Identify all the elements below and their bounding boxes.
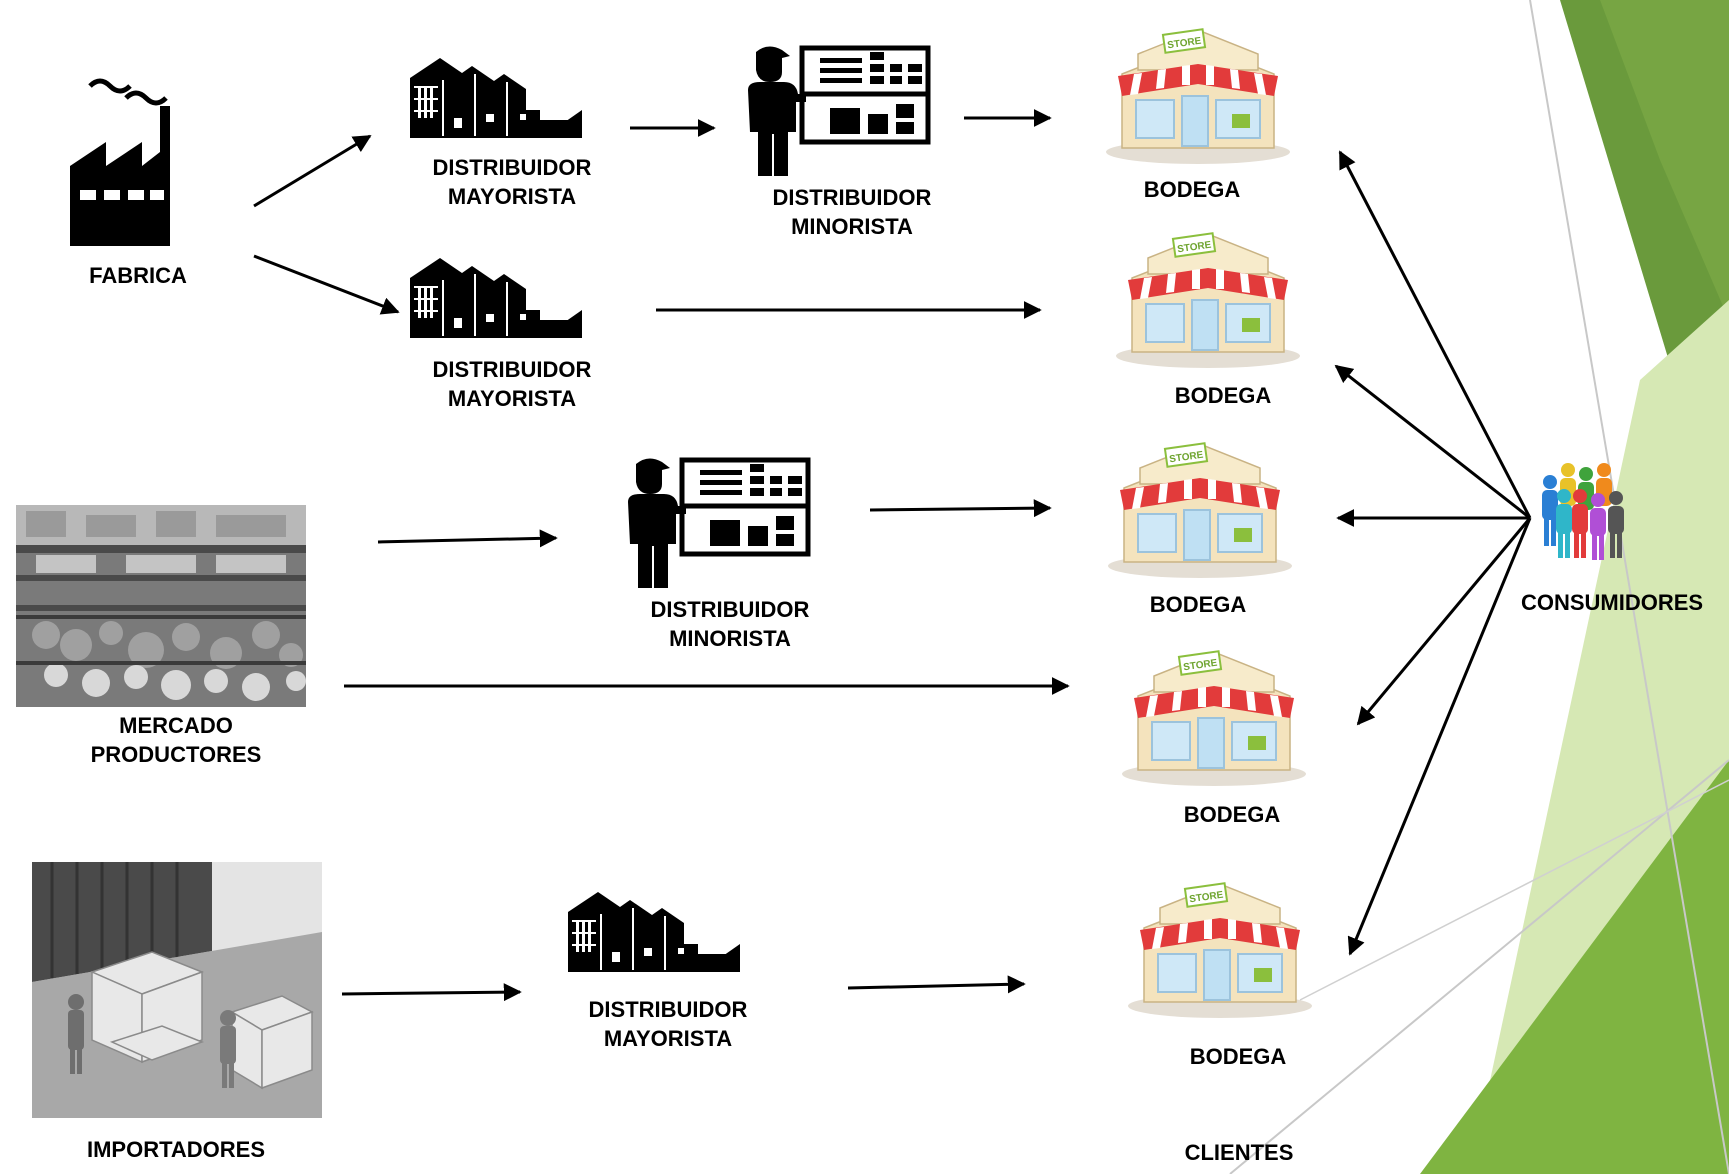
arrow — [377, 529, 558, 548]
store-icon — [1105, 28, 1291, 166]
wholesaler-label: DISTRIBUIDOR MAYORISTA — [412, 355, 612, 413]
arrow — [1356, 517, 1532, 726]
retailer-label: DISTRIBUIDOR MINORISTA — [752, 183, 952, 241]
wholesaler-label-line2: MAYORISTA — [603, 1026, 733, 1051]
arrow — [847, 975, 1026, 994]
store-label: BODEGA — [1149, 592, 1247, 617]
theme-decoration — [1229, 0, 1729, 1174]
store-icon — [1121, 650, 1307, 787]
arrow — [869, 499, 1052, 518]
store-icon — [1115, 232, 1301, 369]
warehouse-icon — [410, 58, 582, 138]
retailer-label-line1: DISTRIBUIDOR — [650, 597, 810, 622]
arrow — [1338, 150, 1532, 519]
flow-arrows — [253, 109, 1532, 1002]
wholesaler-label-line2: MAYORISTA — [447, 386, 577, 411]
arrow — [253, 134, 372, 208]
wholesaler-label-line1: DISTRIBUIDOR — [588, 997, 748, 1022]
store-label: BODEGA — [1183, 802, 1281, 827]
market-label-line1: MERCADO — [119, 713, 233, 738]
consumers-label: CONSUMIDORES — [1520, 590, 1704, 615]
retailer-label-line2: MINORISTA — [791, 214, 913, 239]
retailer-label: DISTRIBUIDOR MINORISTA — [630, 595, 830, 653]
people-group-icon — [1542, 463, 1624, 560]
factory-label: FABRICA — [89, 263, 187, 288]
store-label: BODEGA — [1174, 383, 1272, 408]
market-label: MERCADO PRODUCTORES — [76, 711, 276, 769]
shop-clerk-icon — [628, 458, 808, 588]
wholesaler-label-line1: DISTRIBUIDOR — [432, 357, 592, 382]
wholesaler-label: DISTRIBUIDOR MAYORISTA — [412, 153, 612, 211]
arrow — [253, 254, 400, 315]
shop-clerk-icon — [748, 46, 928, 176]
arrow — [1347, 517, 1532, 956]
wholesaler-label-line1: DISTRIBUIDOR — [432, 155, 592, 180]
importers-label: IMPORTADORES — [86, 1137, 266, 1162]
warehouse-icon — [568, 892, 740, 972]
store-icon — [1127, 882, 1313, 1019]
market-photo — [16, 505, 306, 707]
warehouse-icon — [410, 258, 582, 338]
wholesaler-label: DISTRIBUIDOR MAYORISTA — [568, 995, 768, 1053]
clients-label: CLIENTES — [1184, 1140, 1294, 1165]
store-label: BODEGA — [1189, 1044, 1287, 1069]
wholesaler-label-line2: MAYORISTA — [447, 184, 577, 209]
store-icon — [1107, 442, 1293, 579]
importers-photo — [32, 862, 322, 1118]
factory-icon — [70, 81, 170, 246]
arrow — [1334, 364, 1531, 520]
store-label: BODEGA — [1143, 177, 1241, 202]
arrow — [341, 983, 522, 1002]
market-label-line2: PRODUCTORES — [90, 742, 262, 767]
retailer-label-line1: DISTRIBUIDOR — [772, 185, 932, 210]
retailer-label-line2: MINORISTA — [669, 626, 791, 651]
